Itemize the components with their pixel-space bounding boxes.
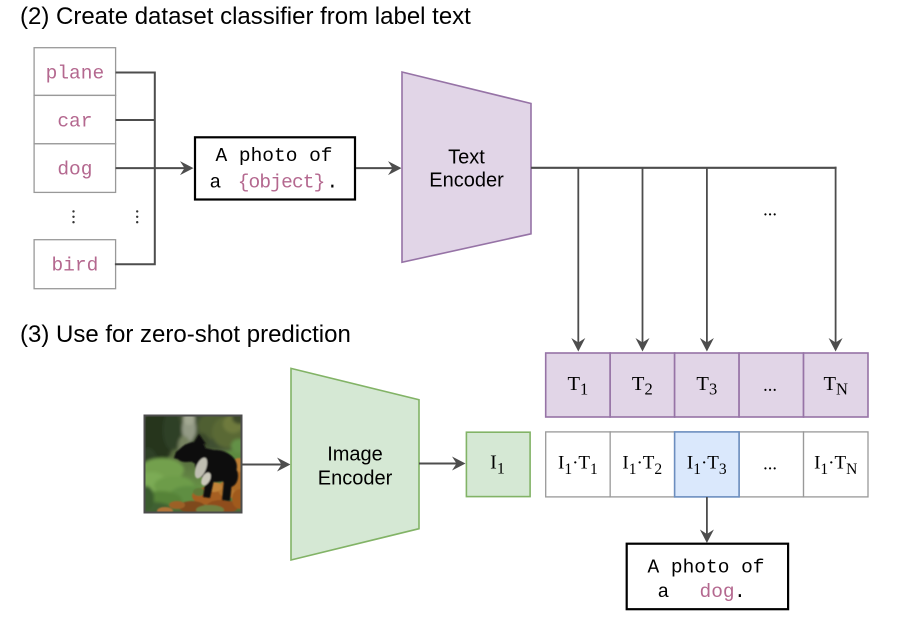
svg-text:Encoder: Encoder xyxy=(429,170,504,192)
svg-text:A photo of: A photo of xyxy=(215,145,332,167)
svg-text:a: a xyxy=(210,172,222,194)
svg-text:(2) Create dataset classifier: (2) Create dataset classifier from label… xyxy=(20,3,471,30)
svg-text:.: . xyxy=(734,581,746,603)
svg-text:Text: Text xyxy=(448,147,485,169)
svg-text:T1: T1 xyxy=(568,373,589,398)
svg-text:(3) Use for zero-shot predicti: (3) Use for zero-shot prediction xyxy=(20,321,351,348)
svg-text:Image: Image xyxy=(327,444,383,466)
svg-text:TN: TN xyxy=(823,373,848,398)
svg-text:{object}: {object} xyxy=(238,172,325,194)
svg-text:car: car xyxy=(57,110,92,132)
svg-text:dog: dog xyxy=(57,159,92,181)
svg-text:plane: plane xyxy=(46,62,105,84)
svg-text:...: ... xyxy=(763,200,777,220)
svg-text:dog: dog xyxy=(700,581,735,603)
svg-text:T3: T3 xyxy=(696,373,717,398)
svg-text:...: ... xyxy=(763,454,777,474)
svg-text:...: ... xyxy=(763,376,777,396)
svg-text:T2: T2 xyxy=(632,373,653,398)
svg-text:a: a xyxy=(658,581,670,603)
svg-text:Encoder: Encoder xyxy=(318,468,393,490)
svg-text:.: . xyxy=(327,172,339,194)
svg-text:A photo of: A photo of xyxy=(647,557,764,579)
svg-text:bird: bird xyxy=(51,255,98,277)
